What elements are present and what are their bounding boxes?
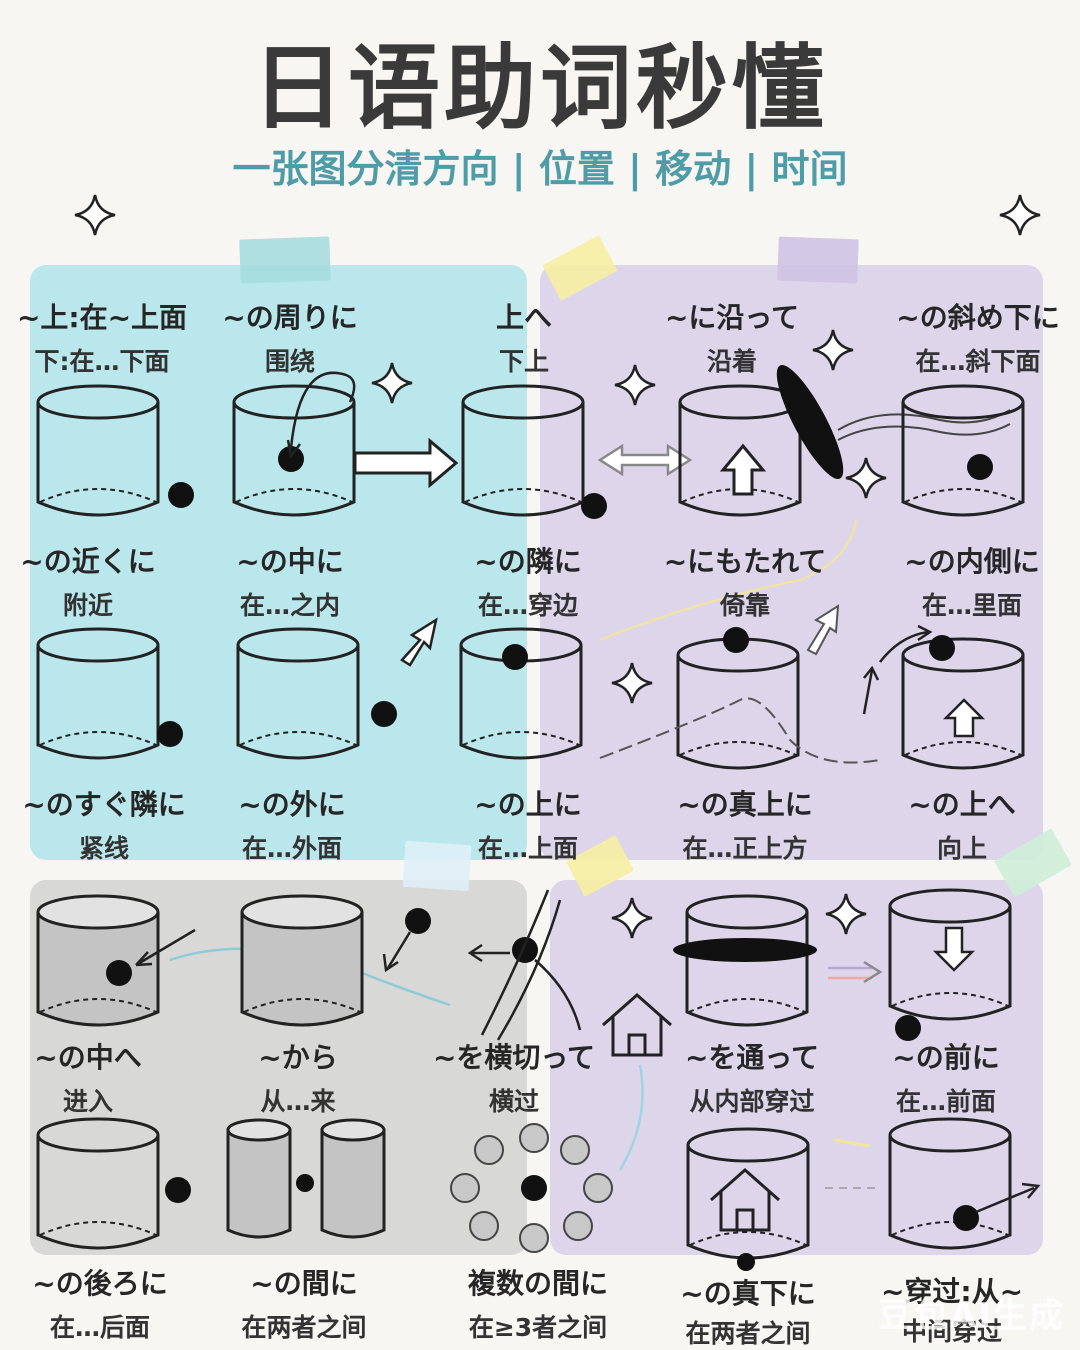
- dot-icon: [502, 644, 528, 670]
- cylinder-icon: [461, 384, 585, 517]
- lean-board: [776, 364, 844, 480]
- arrow-icon: [932, 926, 976, 972]
- circle-group: [450, 1123, 613, 1253]
- dot-icon: [895, 1015, 921, 1041]
- label-item-17: ~を横切って横过: [432, 1041, 596, 1116]
- label-item-12: ~の上に在…上面: [474, 788, 582, 863]
- dot-icon: [106, 960, 132, 986]
- label-item-4: ~の斜め下に在…斜下面: [896, 301, 1060, 376]
- label-item-9: ~の内側に在…里面: [904, 545, 1040, 620]
- cylinder-icon: [36, 1117, 160, 1250]
- page-title: 日语助词秒懂: [251, 35, 828, 142]
- label-item-24: ~穿过:从~中间穿过: [880, 1275, 1024, 1346]
- sparkle-icon: [998, 193, 1042, 237]
- sparkle-icon: [73, 193, 117, 237]
- dot-icon: [278, 446, 304, 472]
- label-item-2: 上へ下上: [495, 301, 552, 376]
- arrow-icon: [597, 443, 693, 477]
- sparkle-icon: [610, 896, 654, 940]
- panel-purple-top: [540, 265, 1043, 860]
- dot-icon: [157, 721, 183, 747]
- page-subtitle: 一张图分清方向 | 位置 | 移动 | 时间: [232, 147, 848, 191]
- label-item-3: ~に沿って沿着: [664, 301, 800, 376]
- label-item-7: ~の隣に在…穿边: [474, 545, 582, 620]
- label-item-5: ~の近くに附近: [20, 545, 156, 620]
- label-item-22: 複数の間に在≥3者之间: [467, 1267, 608, 1342]
- label-item-18: ~を通って从内部穿过: [684, 1041, 820, 1116]
- label-item-14: ~の上へ向上: [908, 788, 1016, 863]
- dot-icon: [967, 454, 993, 480]
- arrow-icon: [719, 443, 767, 496]
- label-item-20: ~の後ろに在…后面: [32, 1267, 168, 1342]
- dot-icon: [168, 482, 194, 508]
- through-disc: [673, 938, 817, 962]
- dot-icon: [405, 908, 431, 934]
- cylinder-icon: [888, 1117, 1012, 1250]
- dot-icon: [723, 627, 749, 653]
- two-pillars: [226, 1118, 386, 1239]
- label-item-15: ~の中へ进入: [34, 1041, 142, 1116]
- label-item-6: ~の中に在…之内: [236, 545, 344, 620]
- sparkle-icon: [824, 892, 868, 936]
- dot-icon: [953, 1205, 979, 1231]
- label-item-23: ~の真下に在两者之间: [680, 1277, 816, 1348]
- house-icon: [709, 1168, 781, 1232]
- watermark: 豆包AI生成: [878, 1296, 1065, 1336]
- cylinder-icon: [36, 627, 160, 760]
- cylinder-icon: [686, 1127, 810, 1260]
- arrow-icon: [353, 437, 459, 489]
- cylinder-icon: [901, 384, 1025, 517]
- arrow-icon: [806, 604, 840, 656]
- cylinder-icon: [240, 894, 364, 1027]
- panel-blue: [30, 265, 527, 860]
- dot-icon: [512, 937, 538, 963]
- label-item-16: ~から从…来: [258, 1041, 338, 1116]
- label-item-21: ~の間に在两者之间: [241, 1267, 367, 1342]
- label-item-10: ~のすぐ隣に紧线: [22, 788, 186, 863]
- label-item-19: ~の前に在…前面: [892, 1041, 1000, 1116]
- dot-icon: [371, 701, 397, 727]
- sparkle-icon: [610, 661, 654, 705]
- arrow-icon: [400, 617, 438, 667]
- label-item-0: ~上:在~上面下:在…下面: [16, 301, 188, 376]
- label-item-1: ~の周りに围绕: [222, 301, 358, 376]
- cylinder-icon: [236, 627, 360, 760]
- dot-icon: [165, 1177, 191, 1203]
- dot-icon: [737, 1253, 755, 1271]
- arrow-icon: [942, 698, 986, 738]
- dot-icon: [581, 493, 607, 519]
- label-item-8: ~にもたれて倚靠: [663, 545, 827, 620]
- cylinder-icon: [676, 637, 800, 770]
- sparkle-icon: [844, 456, 888, 500]
- label-item-13: ~の真上に在…正上方: [677, 788, 813, 863]
- label-item-11: ~の外に在…外面: [238, 788, 346, 863]
- cylinder-icon: [36, 384, 160, 517]
- dot-icon: [929, 635, 955, 661]
